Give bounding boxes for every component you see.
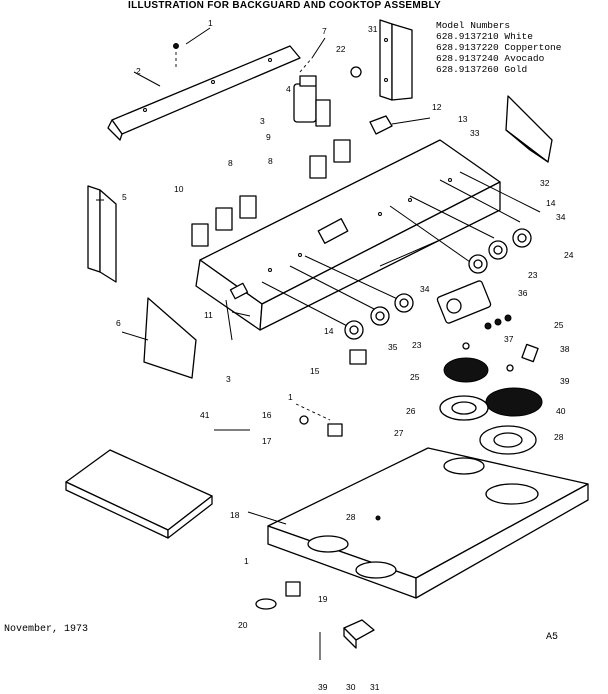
callout-number: 28 [554, 432, 564, 442]
dashed-leader [299, 57, 313, 73]
callout-number: 35 [388, 342, 398, 352]
callout-number: 7 [322, 26, 327, 36]
control-rods [261, 171, 541, 331]
control-panel [195, 139, 501, 341]
model-numbers-heading: Model Numbers [436, 20, 511, 31]
callout-number: 32 [540, 178, 550, 188]
hinge-parts [255, 581, 301, 610]
callout-number: 31 [368, 24, 378, 34]
callout-number: 26 [406, 406, 416, 416]
model-number-item: 628.9137260 Gold [436, 64, 528, 75]
callout-number: 36 [518, 288, 528, 298]
left-end-cap [87, 185, 117, 283]
callout-number: 9 [266, 132, 271, 142]
callout-number: 38 [560, 344, 570, 354]
callout-number: 40 [556, 406, 566, 416]
small-parts-16-17 [295, 403, 343, 437]
callout-number: 34 [420, 284, 430, 294]
callout-number: 22 [336, 44, 346, 54]
footer-page-number: A5 [546, 632, 559, 643]
callout-number: 3 [260, 116, 265, 126]
callout-number: 18 [230, 510, 240, 520]
callout-number: 5 [122, 192, 127, 202]
drip-pans [439, 395, 537, 455]
small-fittings-37 [484, 314, 512, 330]
small-switch-15 [349, 349, 367, 365]
model-numbers-block: Model Numbers 628.9137210 White 628.9137… [436, 20, 561, 75]
callout-number: 6 [116, 318, 121, 328]
callout-number: 8 [228, 158, 233, 168]
surface-elements [443, 342, 543, 417]
screw-28 [375, 515, 381, 521]
terminal-block [369, 115, 431, 135]
callout-number: 39 [318, 682, 328, 692]
callout-number: 13 [458, 114, 468, 124]
small-knob [350, 66, 362, 78]
side-bracket-6 [143, 297, 197, 379]
model-number-item: 628.9137220 Coppertone [436, 42, 562, 53]
timer-assembly [293, 75, 331, 127]
callout-number: 20 [238, 620, 248, 630]
burner-knobs [344, 228, 532, 340]
callout-number: 31 [370, 682, 380, 692]
cooktop-cover-41 [65, 449, 213, 539]
diagram-title: ILLUSTRATION FOR BACKGUARD AND COOKTOP A… [128, 0, 441, 11]
screw-part [173, 43, 179, 70]
model-number-item: 628.9137240 Avocado [436, 53, 545, 64]
callout-number: 4 [286, 84, 291, 94]
callout-number: 24 [564, 250, 574, 260]
bottom-bracket [319, 619, 375, 660]
callout-number: 1 [244, 556, 249, 566]
callout-number: 39 [560, 376, 570, 386]
callout-number: 27 [394, 428, 404, 438]
callout-number: 25 [554, 320, 564, 330]
callout-number: 12 [432, 102, 442, 112]
callout-number: 3 [226, 374, 231, 384]
rod-part [311, 37, 326, 59]
callout-number: 37 [504, 334, 514, 344]
callout-number: 25 [410, 372, 420, 382]
model-number-item: 628.9137210 White [436, 31, 533, 42]
backguard-panel [107, 45, 301, 141]
callout-number: 41 [200, 410, 210, 420]
callout-number: 19 [318, 594, 328, 604]
callout-number: 11 [204, 310, 213, 320]
callout-number: 34 [556, 212, 566, 222]
callout-number: 10 [174, 184, 184, 194]
switch-9 [309, 139, 351, 179]
callout-number: 23 [528, 270, 538, 280]
callout-number: 30 [346, 682, 356, 692]
footer-date: November, 1973 [4, 624, 89, 635]
clock-display [436, 280, 492, 324]
callout-number: 28 [346, 512, 356, 522]
callout-number: 2 [136, 66, 141, 76]
callout-number: 8 [268, 156, 273, 166]
cooktop-main-top [267, 447, 589, 599]
callout-number: 14 [546, 198, 556, 208]
leader-lines [96, 27, 441, 525]
callout-number: 17 [262, 436, 272, 446]
callout-number: 33 [470, 128, 480, 138]
callout-number: 14 [324, 326, 334, 336]
right-end-bracket [379, 19, 413, 101]
callout-number: 16 [262, 410, 272, 420]
left-side-bracket-33 [505, 95, 553, 163]
callout-number: 23 [412, 340, 422, 350]
callout-number: 1 [208, 18, 213, 28]
callout-number: 15 [310, 366, 320, 376]
switch-bank [191, 195, 257, 247]
callout-number: 1 [288, 392, 293, 402]
